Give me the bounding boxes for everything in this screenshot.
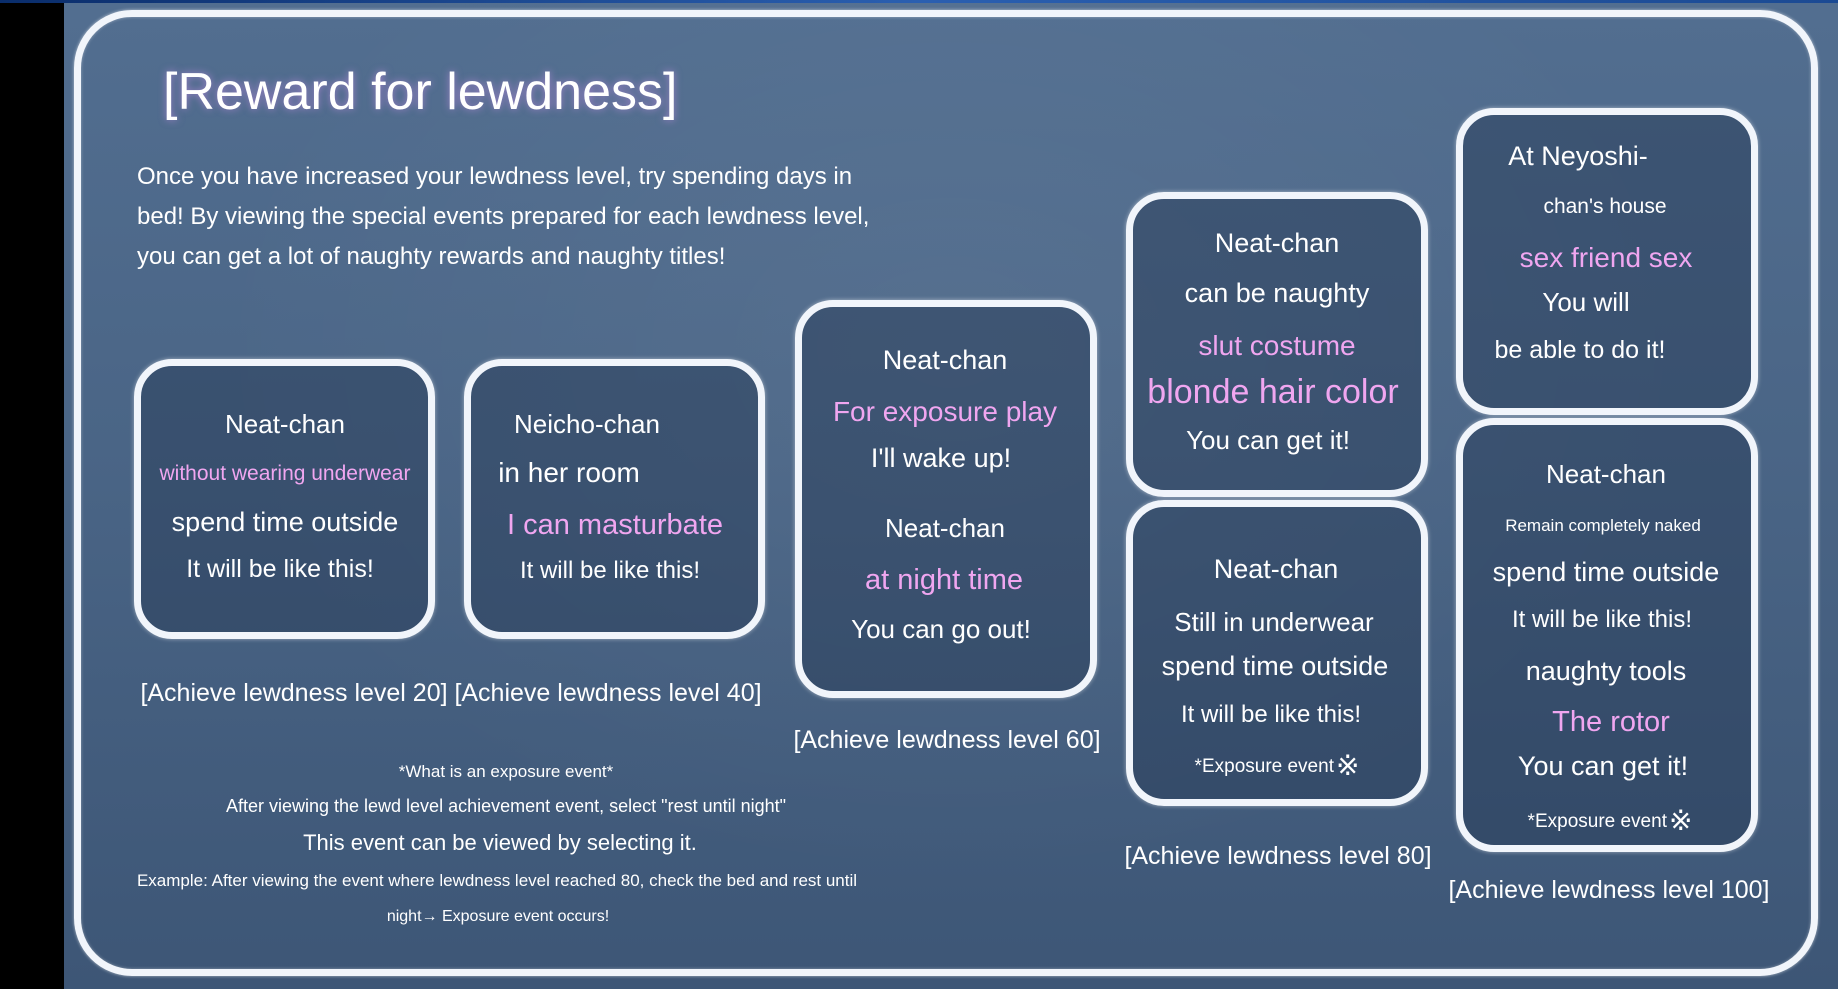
card-line: sex friend sex <box>1519 242 1693 273</box>
level-requirement-20: [Achieve lewdness level 20] <box>140 679 448 707</box>
card-line: Still in underwear <box>1174 607 1374 637</box>
card-line: For exposure play <box>832 396 1058 427</box>
card-line: Remain completely naked <box>1505 516 1701 535</box>
outer-frame <box>74 10 1818 976</box>
card-line: Neat-chan <box>225 409 345 439</box>
card-line: You can get it! <box>1517 751 1689 781</box>
card-line: spend time outside <box>171 507 399 537</box>
exposure-event-text: *Exposure event <box>1527 811 1667 832</box>
card-line: Neat-chan <box>1213 554 1339 584</box>
intro-text: Once you have increased your lewdness le… <box>137 163 870 270</box>
card-line: Neat-chan <box>1546 459 1666 489</box>
card-line: It will be like this! <box>519 557 701 584</box>
card-line: in her room <box>498 457 640 488</box>
top-edge-line <box>0 0 1838 3</box>
card-line: at night time <box>865 564 1023 596</box>
reward-card-level-80-upper <box>1126 192 1428 497</box>
card-line: You can go out! <box>851 614 1031 644</box>
exposure-event-label: *Exposure event※ <box>1195 749 1360 782</box>
exposure-mark-icon: ※ <box>1335 750 1360 781</box>
card-line: You can get it! <box>1186 425 1350 455</box>
reward-card-level-80-lower <box>1126 500 1428 806</box>
level-requirement-40: [Achieve lewdness level 40] <box>454 679 762 707</box>
level-requirement-60: [Achieve lewdness level 60] <box>793 726 1101 754</box>
card-line: spend time outside <box>1161 651 1389 681</box>
exposure-explanation-line: This event can be viewed by selecting it… <box>303 830 697 855</box>
card-line: Neat-chan <box>885 513 1005 543</box>
reward-card-level-100-lower <box>1456 418 1758 852</box>
card-line: Neicho-chan <box>514 409 660 439</box>
card-line: You will <box>1542 287 1630 317</box>
card-line: spend time outside <box>1492 557 1720 587</box>
exposure-event-label: *Exposure event※ <box>1528 804 1693 837</box>
exposure-mark-icon: ※ <box>1668 805 1693 836</box>
card-line: I can masturbate <box>507 509 723 541</box>
exposure-explanation-line: After viewing the lewd level achievement… <box>225 796 787 816</box>
reward-card-level-100-upper <box>1456 108 1758 415</box>
exposure-explanation-example: night→ Exposure event occurs! <box>386 908 610 925</box>
card-line: chan's house <box>1543 195 1667 218</box>
card-line: naughty tools <box>1525 656 1687 686</box>
card-line: Neat-chan <box>1214 228 1340 258</box>
exposure-explanation-heading: *What is an exposure event* <box>398 762 614 781</box>
level-requirement-80: [Achieve lewdness level 80] <box>1124 842 1432 870</box>
card-line: At Neyoshi- <box>1508 141 1648 171</box>
card-line: can be naughty <box>1184 278 1370 308</box>
card-line: I'll wake up! <box>870 443 1012 473</box>
card-line: blonde hair color <box>1147 373 1399 411</box>
card-line: It will be like this! <box>186 555 374 583</box>
card-line: slut costume <box>1198 330 1356 361</box>
reward-card-level-60 <box>795 300 1097 698</box>
card-line: Neat-chan <box>882 345 1008 375</box>
card-line: It will be like this! <box>1511 606 1693 633</box>
page-title: [Reward for lewdness] <box>163 63 678 121</box>
reward-card-level-40 <box>464 359 765 639</box>
card-line: without wearing underwear <box>159 462 411 485</box>
card-line: It will be like this! <box>1180 701 1362 728</box>
level-requirement-100: [Achieve lewdness level 100] <box>1448 876 1770 904</box>
exposure-event-text: *Exposure event <box>1194 756 1334 777</box>
card-line: be able to do it! <box>1494 336 1666 364</box>
exposure-explanation-example: Example: After viewing the event where l… <box>136 871 858 890</box>
reward-card-level-20 <box>134 359 435 639</box>
card-line: The rotor <box>1552 706 1670 738</box>
